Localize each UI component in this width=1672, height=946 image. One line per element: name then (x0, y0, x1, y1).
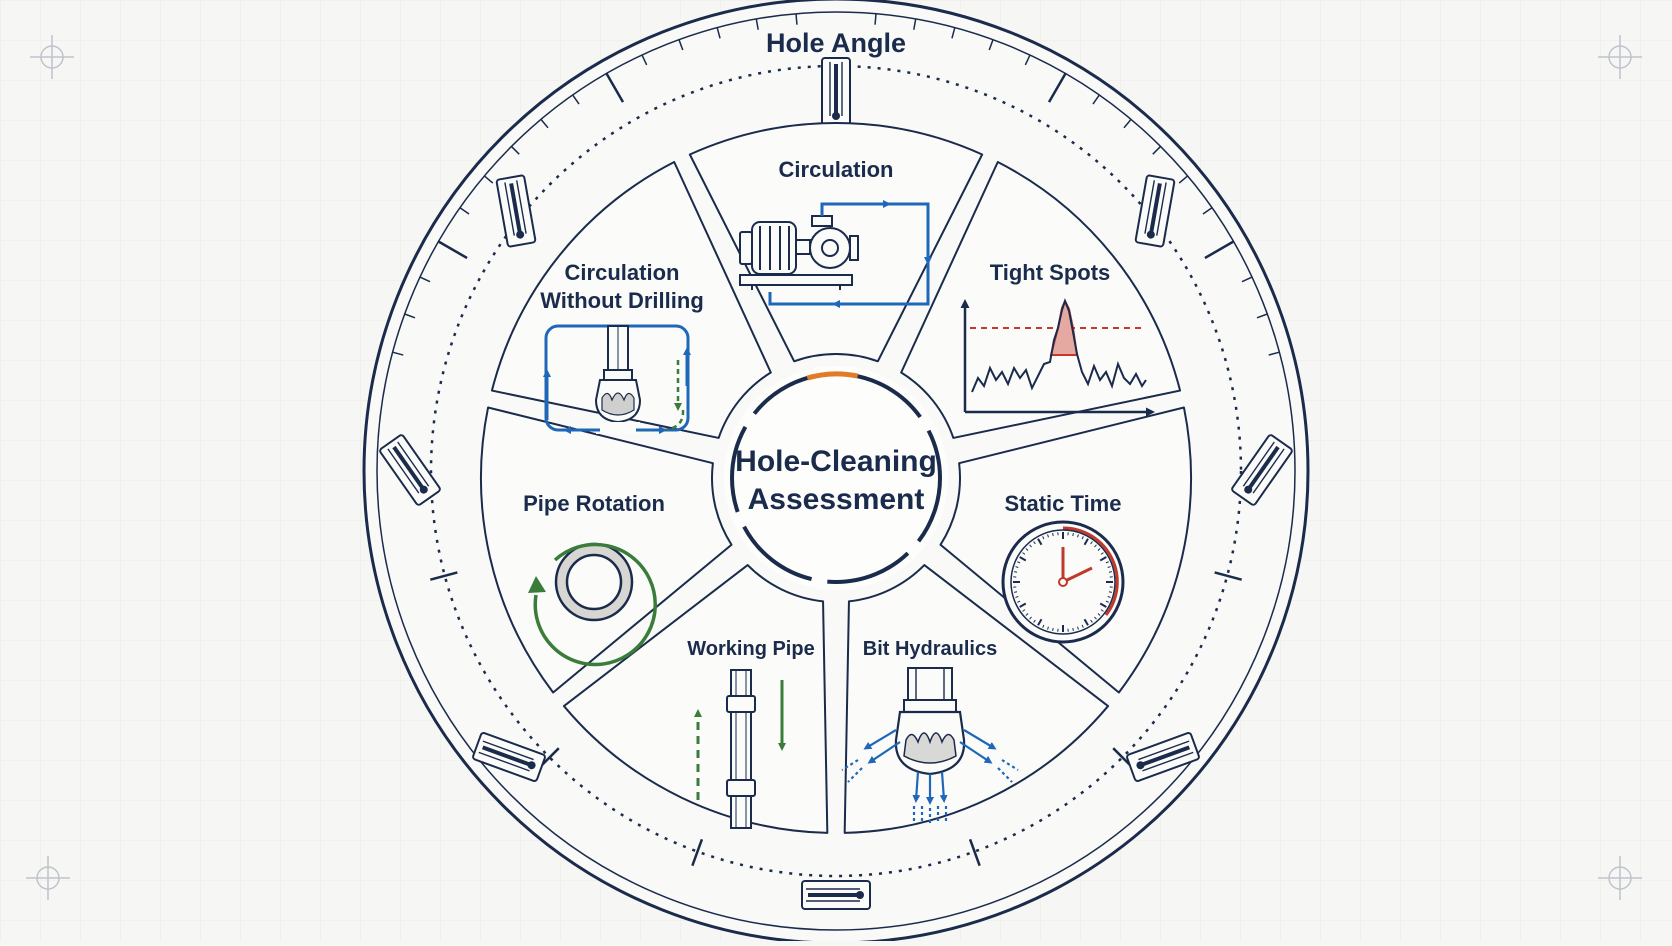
label-circulation: Circulation (779, 157, 894, 182)
hole-angle-title: Hole Angle (766, 28, 906, 58)
label-circulation-without-drilling-line2: Without Drilling (540, 288, 704, 313)
label-static-time: Static Time (1005, 491, 1122, 516)
angle-minor-tick (796, 14, 797, 25)
clock-tick (1053, 533, 1054, 536)
label-working-pipe: Working Pipe (687, 638, 814, 660)
angle-minor-tick (875, 14, 876, 25)
clock-tick (1073, 533, 1074, 536)
center-hub: Hole-Cleaning Assessment (724, 365, 948, 590)
label-pipe-rotation: Pipe Rotation (523, 491, 665, 516)
clock-icon (1003, 522, 1123, 642)
clock-tick (1014, 592, 1017, 593)
clock-tick (1109, 592, 1112, 593)
clock-tick (1014, 572, 1017, 573)
clock-tick (1073, 628, 1074, 631)
label-tight-spots: Tight Spots (990, 260, 1111, 285)
label-circulation-without-drilling-line1: Circulation (565, 260, 680, 285)
clock-tick (1109, 572, 1112, 573)
label-bit-hydraulics: Bit Hydraulics (863, 638, 997, 660)
center-title-line2: Assessment (748, 483, 925, 516)
center-title-line1: Hole-Cleaning (735, 445, 937, 478)
clock-tick (1053, 628, 1054, 631)
